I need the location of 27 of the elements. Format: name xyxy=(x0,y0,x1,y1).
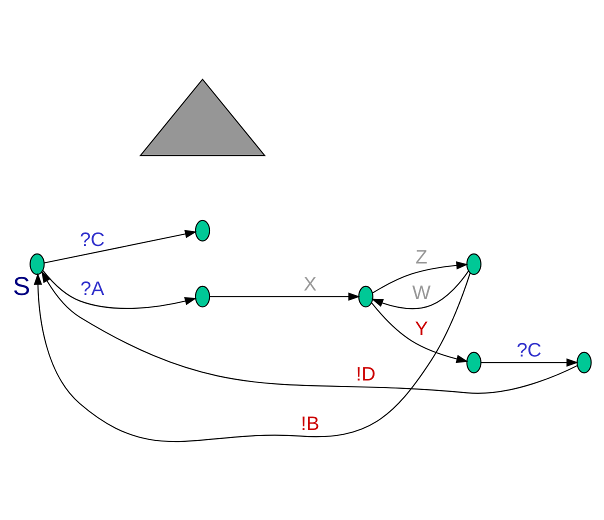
arrow xyxy=(481,358,578,366)
node-ellipse xyxy=(466,351,482,373)
edge-label: ?A xyxy=(80,277,104,300)
edge-label: ?C xyxy=(516,339,542,361)
arrow xyxy=(210,292,360,300)
arrow xyxy=(34,272,471,442)
node-ellipse xyxy=(194,219,210,241)
arrow xyxy=(372,260,468,294)
arrow xyxy=(42,270,197,308)
arrow xyxy=(371,302,468,362)
edge-label: !B xyxy=(300,412,320,435)
edge-label: ?C xyxy=(80,228,105,251)
edge-label: Z xyxy=(416,246,428,268)
node-ellipse xyxy=(466,252,482,274)
node-triangle xyxy=(139,78,266,156)
edge-label: !D xyxy=(356,362,376,385)
arrow xyxy=(371,270,469,309)
node-ellipse xyxy=(358,285,374,307)
arrow xyxy=(41,270,578,394)
node-ellipse xyxy=(30,252,45,274)
edge-label: Y xyxy=(414,317,428,340)
node-label: S xyxy=(12,272,30,301)
arrow xyxy=(44,229,197,263)
node-ellipse xyxy=(194,285,210,307)
edge-label: W xyxy=(412,282,431,304)
edge-label: X xyxy=(304,273,317,296)
node-ellipse xyxy=(576,351,592,373)
